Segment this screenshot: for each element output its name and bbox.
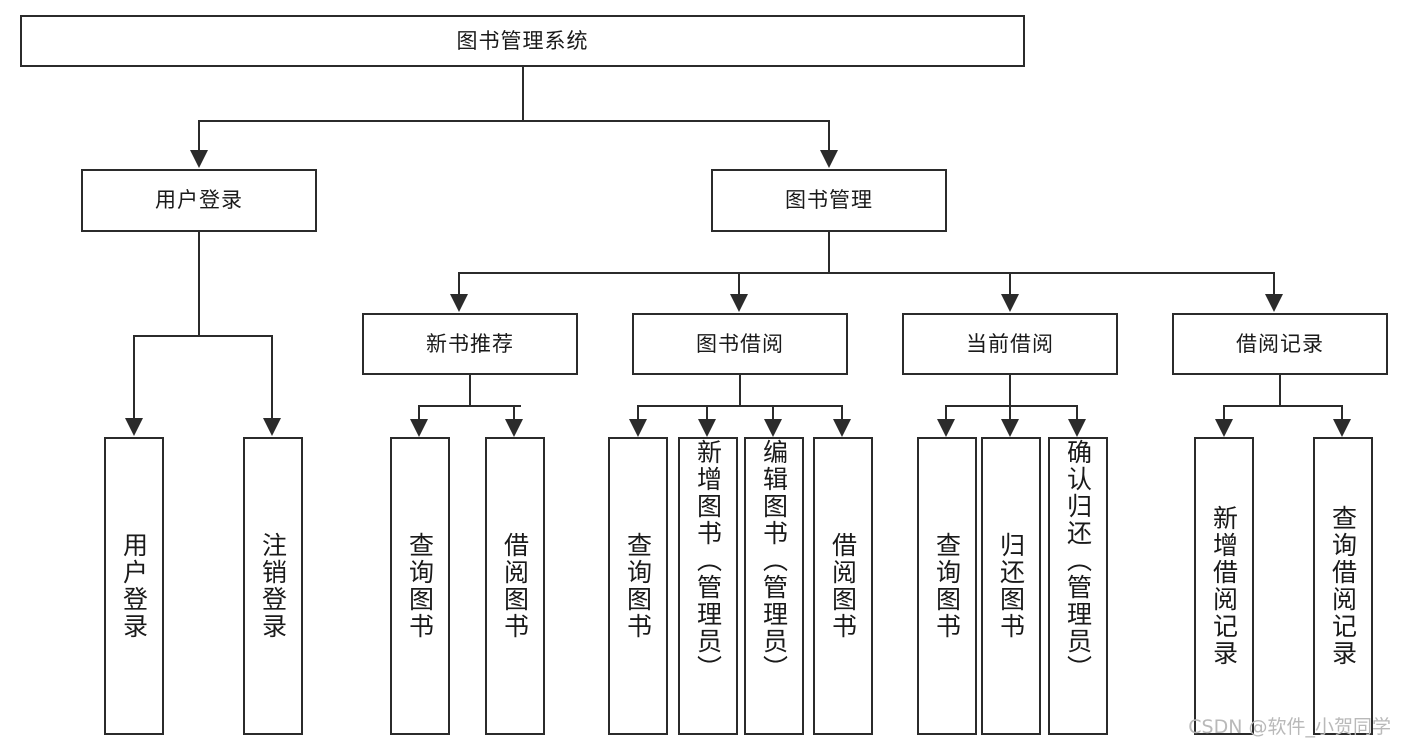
- connector-book-borrow-l1: [637, 405, 639, 420]
- connector-borrow-record-l1: [1223, 405, 1225, 420]
- leaf-return-book[interactable]: 归还图书: [981, 437, 1041, 735]
- connector-book-manage-c3: [1009, 272, 1011, 295]
- leaf-confirm-return-label: 确认归还（管理员）: [1063, 439, 1093, 682]
- leaf-user-logout-label: 注销登录: [258, 532, 288, 640]
- leaf-return-book-label: 归还图书: [996, 532, 1026, 640]
- leaf-query-book-3-label: 查询图书: [932, 532, 962, 640]
- connector-user-login-stem: [198, 232, 200, 336]
- connector-current-borrow-l3: [1076, 405, 1078, 420]
- arrowhead-book-borrow-l2: [698, 419, 716, 437]
- leaf-confirm-return[interactable]: 确认归还（管理员）: [1048, 437, 1108, 735]
- leaf-add-record-label: 新增借阅记录: [1209, 505, 1239, 667]
- leaf-add-record[interactable]: 新增借阅记录: [1194, 437, 1254, 735]
- connector-borrow-record-stem: [1279, 375, 1281, 406]
- connector-current-borrow-stem: [1009, 375, 1011, 406]
- arrowhead-new-book-rec-l1: [410, 419, 428, 437]
- connector-book-manage-stem: [828, 232, 830, 273]
- leaf-query-record[interactable]: 查询借阅记录: [1313, 437, 1373, 735]
- arrowhead-root-to-user-login: [190, 150, 208, 168]
- connector-user-login-bar: [133, 335, 272, 337]
- connector-book-borrow-l3: [772, 405, 774, 420]
- connector-book-borrow-bar: [637, 405, 843, 407]
- leaf-borrow-book-1-label: 借阅图书: [500, 532, 530, 640]
- arrowhead-current-borrow-l2: [1001, 419, 1019, 437]
- connector-root-to-book-manage: [828, 120, 830, 151]
- leaf-query-book-1-label: 查询图书: [405, 532, 435, 640]
- leaf-borrow-book-1[interactable]: 借阅图书: [485, 437, 545, 735]
- leaf-borrow-book-2[interactable]: 借阅图书: [813, 437, 873, 735]
- node-user-login-label: 用户登录: [155, 188, 243, 212]
- leaf-user-login[interactable]: 用户登录: [104, 437, 164, 735]
- arrowhead-root-to-book-manage: [820, 150, 838, 168]
- arrowhead-book-manage-c3: [1001, 294, 1019, 312]
- node-current-borrow[interactable]: 当前借阅: [902, 313, 1118, 375]
- node-current-borrow-label: 当前借阅: [966, 331, 1054, 356]
- node-book-manage-label: 图书管理: [785, 188, 873, 212]
- connector-borrow-record-bar: [1223, 405, 1343, 407]
- leaf-query-book-2-label: 查询图书: [623, 532, 653, 640]
- leaf-edit-book[interactable]: 编辑图书（管理员）: [744, 437, 804, 735]
- leaf-edit-book-label: 编辑图书（管理员）: [759, 439, 789, 682]
- arrowhead-current-borrow-l1: [937, 419, 955, 437]
- connector-book-manage-c4: [1273, 272, 1275, 295]
- leaf-user-logout[interactable]: 注销登录: [243, 437, 303, 735]
- connector-current-borrow-l1: [945, 405, 947, 420]
- connector-new-book-rec-bar: [418, 405, 521, 407]
- connector-book-manage-c2: [738, 272, 740, 295]
- connector-new-book-rec-stem: [469, 375, 471, 406]
- connector-root-bar: [198, 120, 830, 122]
- connector-book-borrow-l2: [706, 405, 708, 420]
- connector-root-stem: [522, 67, 524, 121]
- arrowhead-borrow-record-l1: [1215, 419, 1233, 437]
- leaf-add-book-label: 新增图书（管理员）: [693, 439, 723, 682]
- arrowhead-user-login-right: [263, 418, 281, 436]
- connector-user-login-right: [271, 335, 273, 419]
- node-new-book-rec[interactable]: 新书推荐: [362, 313, 578, 375]
- leaf-query-book-2[interactable]: 查询图书: [608, 437, 668, 735]
- arrowhead-book-borrow-l4: [833, 419, 851, 437]
- connector-book-borrow-l4: [841, 405, 843, 420]
- connector-book-manage-c1: [458, 272, 460, 295]
- connector-new-book-rec-l1: [418, 405, 420, 420]
- connector-new-book-rec-l2: [513, 405, 515, 420]
- node-book-borrow[interactable]: 图书借阅: [632, 313, 848, 375]
- arrowhead-book-manage-c1: [450, 294, 468, 312]
- arrowhead-book-borrow-l3: [764, 419, 782, 437]
- arrowhead-borrow-record-l2: [1333, 419, 1351, 437]
- connector-user-login-left: [133, 335, 135, 419]
- arrowhead-user-login-left: [125, 418, 143, 436]
- node-new-book-rec-label: 新书推荐: [426, 331, 514, 356]
- node-book-borrow-label: 图书借阅: [696, 331, 784, 356]
- node-book-manage[interactable]: 图书管理: [711, 169, 947, 232]
- connector-borrow-record-l2: [1341, 405, 1343, 420]
- node-root[interactable]: 图书管理系统: [20, 15, 1025, 67]
- connector-book-manage-bar: [458, 272, 1274, 274]
- leaf-query-record-label: 查询借阅记录: [1328, 505, 1358, 667]
- arrowhead-new-book-rec-l2: [505, 419, 523, 437]
- leaf-user-login-label: 用户登录: [119, 532, 149, 640]
- node-borrow-record-label: 借阅记录: [1236, 331, 1324, 356]
- node-root-label: 图书管理系统: [456, 28, 589, 53]
- connector-root-to-user-login: [198, 120, 200, 151]
- connector-current-borrow-l2: [1009, 405, 1011, 420]
- leaf-query-book-3[interactable]: 查询图书: [917, 437, 977, 735]
- connector-book-borrow-stem: [739, 375, 741, 406]
- leaf-add-book[interactable]: 新增图书（管理员）: [678, 437, 738, 735]
- node-borrow-record[interactable]: 借阅记录: [1172, 313, 1388, 375]
- leaf-query-book-1[interactable]: 查询图书: [390, 437, 450, 735]
- arrowhead-book-borrow-l1: [629, 419, 647, 437]
- leaf-borrow-book-2-label: 借阅图书: [828, 532, 858, 640]
- node-user-login[interactable]: 用户登录: [81, 169, 317, 232]
- arrowhead-current-borrow-l3: [1068, 419, 1086, 437]
- arrowhead-book-manage-c2: [730, 294, 748, 312]
- arrowhead-book-manage-c4: [1265, 294, 1283, 312]
- connector-current-borrow-bar: [945, 405, 1078, 407]
